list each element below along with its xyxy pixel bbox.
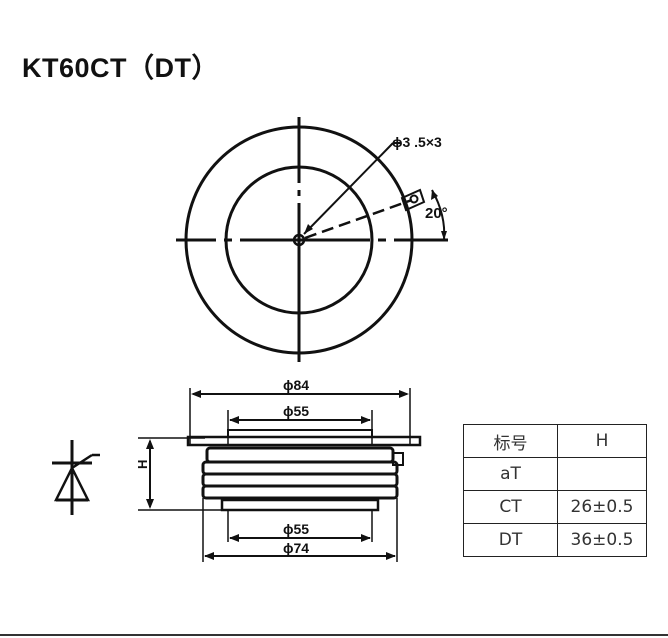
table-cell: 36±0.5 bbox=[557, 523, 647, 557]
hole-leader bbox=[303, 142, 394, 235]
table-header-cell: 标号 bbox=[463, 424, 558, 458]
body-band-4 bbox=[201, 484, 399, 500]
hole-label: ϕ3 .5×3 bbox=[392, 134, 442, 150]
height-label: H bbox=[135, 460, 150, 469]
body-band-2 bbox=[201, 460, 399, 476]
table-cell: aT bbox=[463, 457, 558, 491]
terminal-lug bbox=[400, 188, 426, 212]
table-header-row: 标号 H bbox=[463, 424, 647, 458]
table-cell: 26±0.5 bbox=[557, 490, 647, 524]
dim-inner-top: ϕ55 bbox=[283, 403, 309, 419]
spec-table: 标号 H aT CT 26±0.5 DT 36±0.5 bbox=[463, 424, 647, 557]
body-band-1 bbox=[205, 446, 395, 464]
dim-outer-bottom: ϕ74 bbox=[283, 540, 309, 556]
center-hole bbox=[292, 233, 306, 247]
table-row: aT bbox=[463, 457, 647, 491]
body-band-3 bbox=[201, 472, 399, 488]
page-title: KT60CT（DT） bbox=[22, 53, 220, 83]
angle-line bbox=[304, 198, 413, 240]
dim-outer-top: ϕ84 bbox=[283, 377, 309, 393]
angle-label: 20° bbox=[425, 205, 448, 222]
top-view bbox=[176, 117, 448, 362]
bottom-plate bbox=[220, 498, 380, 512]
table-cell bbox=[557, 457, 647, 491]
table-row: CT 26±0.5 bbox=[463, 490, 647, 524]
top-flange bbox=[186, 435, 422, 447]
thyristor-symbol-icon bbox=[52, 440, 100, 515]
side-view bbox=[138, 388, 422, 562]
table-cell: CT bbox=[463, 490, 558, 524]
table-cell: DT bbox=[463, 523, 558, 557]
table-row: DT 36±0.5 bbox=[463, 523, 647, 557]
dim-inner-bottom: ϕ55 bbox=[283, 521, 309, 537]
table-header-cell: H bbox=[557, 424, 647, 458]
bottom-divider bbox=[0, 634, 668, 636]
